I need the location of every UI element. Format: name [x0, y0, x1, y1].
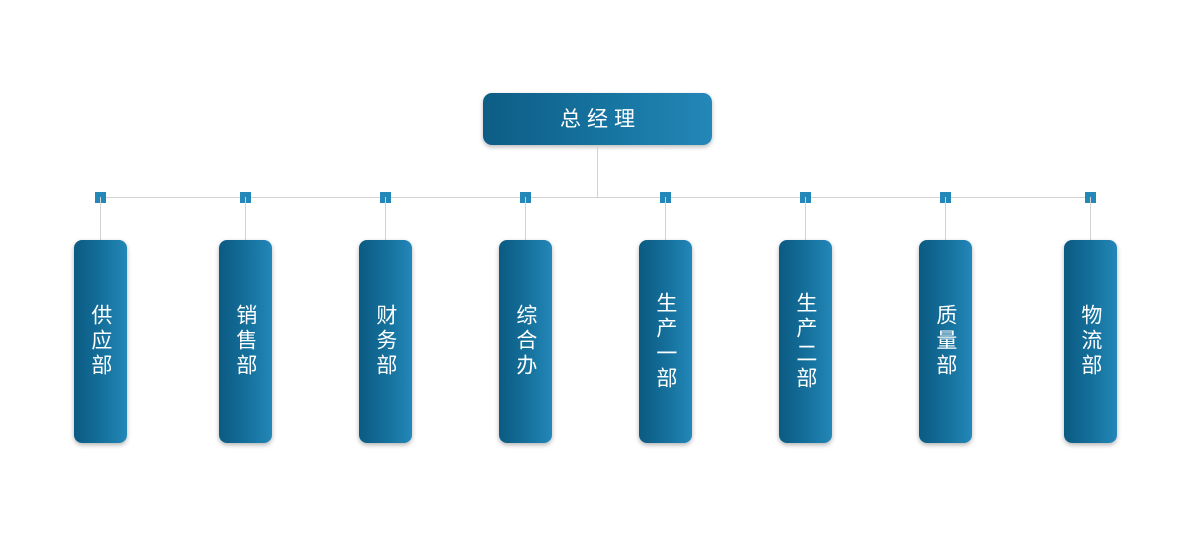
org-node-department-label: 供应部	[88, 304, 113, 379]
horizontal-bus-line	[100, 197, 1090, 198]
org-node-department-label: 销售部	[233, 304, 258, 379]
drop-line	[945, 197, 946, 240]
org-node-department-label: 物流部	[1078, 304, 1103, 379]
org-node-root-label: 总经理	[560, 106, 641, 131]
org-node-department-label: 财务部	[373, 304, 398, 379]
org-node-department-6[interactable]: 生产二部	[778, 240, 832, 443]
drop-line	[805, 197, 806, 240]
org-node-department-7[interactable]: 质量部	[918, 240, 972, 443]
drop-line	[385, 197, 386, 240]
drop-line	[245, 197, 246, 240]
drop-line	[665, 197, 666, 240]
org-node-department-8[interactable]: 物流部	[1063, 240, 1117, 443]
org-node-department-3[interactable]: 财务部	[358, 240, 412, 443]
drop-line	[525, 197, 526, 240]
org-node-department-2[interactable]: 销售部	[218, 240, 272, 443]
org-node-department-label: 生产一部	[653, 291, 678, 392]
root-stem-line	[597, 145, 598, 197]
org-node-root[interactable]: 总经理	[483, 93, 712, 145]
org-node-department-label: 综合办	[513, 304, 538, 379]
drop-line	[100, 197, 101, 240]
org-node-department-label: 质量部	[933, 304, 958, 379]
org-node-department-5[interactable]: 生产一部	[638, 240, 692, 443]
org-node-department-label: 生产二部	[793, 291, 818, 392]
drop-line	[1090, 197, 1091, 240]
org-node-department-1[interactable]: 供应部	[73, 240, 127, 443]
org-node-department-4[interactable]: 综合办	[498, 240, 552, 443]
